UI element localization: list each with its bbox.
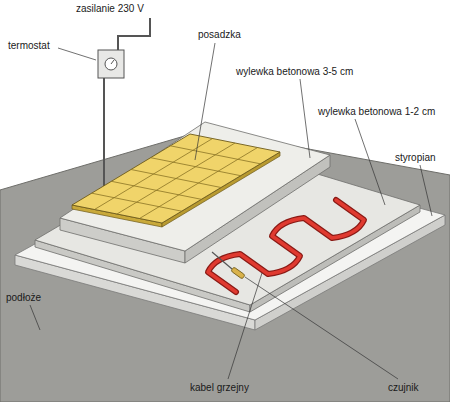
floor-sensor (212, 252, 245, 279)
floor-tiles (72, 134, 280, 227)
part-label: kabel grzejny (190, 382, 249, 394)
ground (0, 130, 450, 402)
part-label: wylewka betonowa 3-5 cm (236, 66, 353, 78)
thermostat-symbol (98, 18, 150, 78)
part-label: styropian (395, 152, 436, 164)
thermostat-wire (103, 78, 105, 186)
part-label: zasilanie 230 V (76, 3, 144, 15)
part-label: termostat (8, 40, 50, 52)
leader-lines (30, 43, 432, 379)
part-label: czujnik (388, 382, 419, 394)
heating-cable (208, 200, 364, 292)
part-label: posadzka (198, 29, 241, 41)
part-label: podłoże (6, 292, 41, 304)
thick-screed-layer (60, 122, 330, 263)
part-label: wylewka betonowa 1-2 cm (318, 106, 435, 118)
